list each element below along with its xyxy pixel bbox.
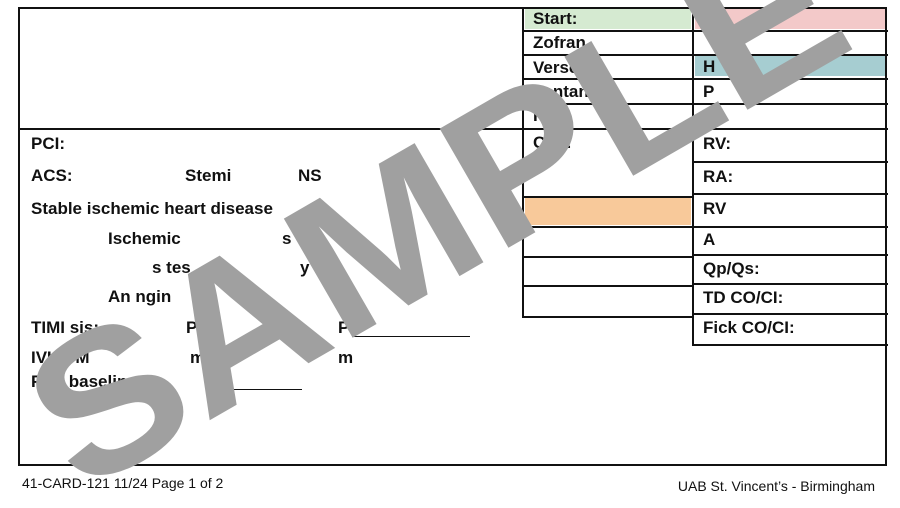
meds-row-line [522,285,694,287]
nstemi-label: NS [298,166,322,185]
meds-row-line [522,54,694,56]
meds-row-line [522,30,694,32]
pci-label: PCI: [31,134,65,153]
stress-tail-label: y [300,258,310,277]
hemo-row-line [692,283,888,285]
timi-post-label: P [338,318,350,337]
rv-label: RV: [703,134,732,153]
hemo-row-line [692,103,888,105]
acs-label: ACS: [31,166,73,185]
stress-test-label: s tes [152,258,191,277]
ao-label: A [703,230,716,249]
hemo-row-line [692,30,888,32]
ffr-label: FFR baseline [31,372,137,391]
left-section-divider [18,128,523,130]
fick-co-ci-label: Fick CO/CI: [703,318,795,337]
ivus-mm2-label: m [338,348,354,367]
rv2-label: RV [703,199,727,218]
meds-row-line [522,103,694,105]
ffr-underline [232,389,302,390]
stop-label: St [703,9,720,28]
pcw-label: P [703,82,715,101]
zofran-label: Zofran [533,33,586,52]
versed-label: Versed [533,58,589,77]
meds-row-line [522,128,694,130]
hemo-row-line [692,54,888,56]
pa-label: PA [703,106,726,125]
orange-fill [525,198,691,225]
timi-pre-label: Pre [186,318,214,337]
timi-post-underline [352,336,470,337]
hemo-column-left-border [692,7,694,346]
hemo-header-fill [695,56,885,76]
start-fill [525,9,691,29]
meds-row-line [522,196,694,198]
heparin-label: H in [533,106,566,125]
form-id-footer: 41-CARD-121 11/24 Page 1 of 2 [22,475,224,491]
ra-label: RA: [703,167,734,186]
ischemic-label: Ischemic [108,229,181,248]
meds-column-left-border [522,7,524,318]
start-label: Start: [533,9,578,28]
td-co-ci-label: TD CO/CI: [703,288,784,307]
meds-bottom-border [522,316,694,318]
ischemic-tail-label: s + [282,229,307,248]
stemi-label: Stemi [185,166,232,185]
hemo-row-line [692,78,888,80]
facility-footer: UAB St. Vincent’s - Birmingham [677,478,875,494]
contrast-label: Co t: [533,133,572,152]
ivus-label: IVUS M [31,348,90,367]
hemo-row-line [692,226,888,228]
meds-row-line [522,226,694,228]
hemo-row-line [692,161,888,163]
ffr-p-label: P [210,372,222,391]
meds-row-line [522,78,694,80]
angina-label: An ngin [108,287,172,306]
meds-row-line [522,256,694,258]
hemo-header-label: H [703,57,716,76]
timi-label: TIMI sis: [31,318,100,337]
hemo-row-line [692,254,888,256]
form-frame [18,7,887,466]
stable-ihd-label: Stable ischemic heart disease [31,199,273,218]
fentanyl-label: Fentany [533,82,599,101]
ivus-mm1-label: m [190,348,206,367]
stop-fill [695,9,885,29]
hemo-bottom-border [692,344,888,346]
qpqs-label: Qp/Qs: [703,259,760,278]
hemo-row-line [692,193,888,195]
hemo-row-line [692,128,888,130]
hemo-row-line [692,313,888,315]
